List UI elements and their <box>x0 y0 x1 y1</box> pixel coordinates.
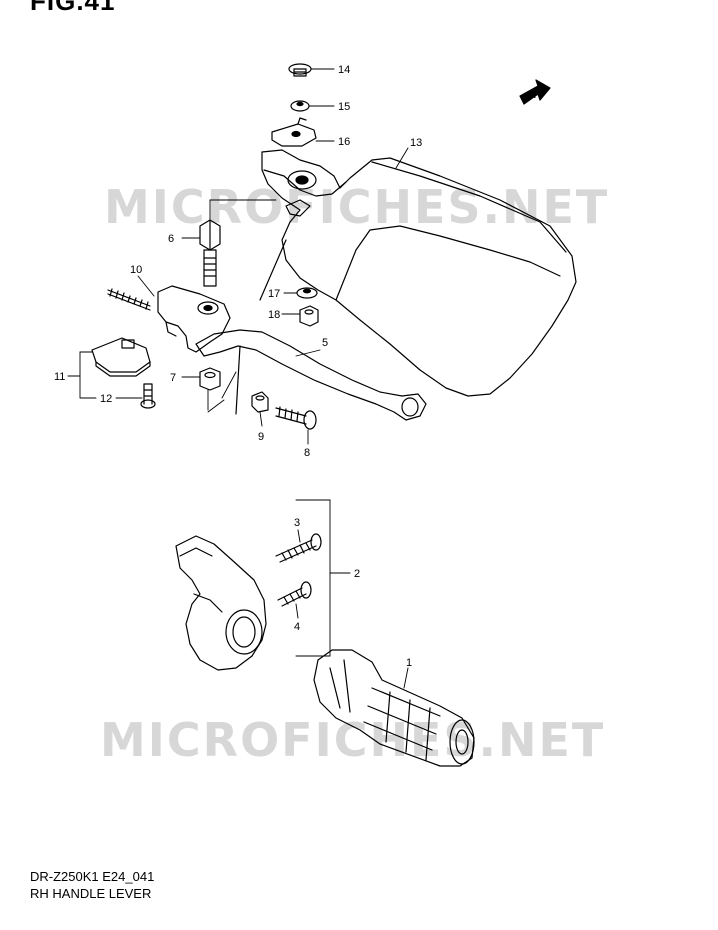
part-10-adjuster-screw <box>107 288 151 311</box>
part-13-hand-guard <box>259 149 577 397</box>
part-7-nut <box>199 367 221 391</box>
callout-14: 14 <box>338 64 350 76</box>
callout-17: 17 <box>268 288 280 300</box>
part-3-screw <box>275 533 322 563</box>
lever-holder <box>157 285 231 353</box>
callout-10: 10 <box>130 264 142 276</box>
part-18-nut <box>299 305 319 327</box>
callout-8: 8 <box>304 447 310 459</box>
callout-5: 5 <box>322 337 328 349</box>
callout-4: 4 <box>294 621 300 633</box>
part-16-bracket <box>271 117 317 147</box>
part-6-stud-bolt <box>199 219 221 287</box>
part-2-throttle-case <box>175 535 267 671</box>
callout-2: 2 <box>354 568 360 580</box>
watermark-top: MICROFICHES.NET <box>104 180 610 234</box>
part-5-lever <box>195 329 427 421</box>
figure-title: FIG.41 <box>30 0 116 16</box>
model-code: DR-Z250K1 E24_041 <box>30 869 155 884</box>
callout-1: 1 <box>406 657 412 669</box>
fwd-label: FWD <box>522 83 550 105</box>
callout-6: 6 <box>168 233 174 245</box>
callout-18: 18 <box>268 309 280 321</box>
callout-11: 11 <box>54 371 65 383</box>
part-15-washer <box>290 100 310 112</box>
callout-7: 7 <box>170 372 176 384</box>
watermark-bottom: MICROFICHES.NET <box>100 713 606 767</box>
part-14-screw <box>288 63 312 77</box>
part-12-screw <box>140 383 156 409</box>
callout-15: 15 <box>338 101 350 113</box>
leader-lines <box>67 68 409 689</box>
callout-12: 12 <box>100 393 112 405</box>
part-4-screw <box>277 581 312 607</box>
part-17-washer <box>296 287 318 299</box>
part-11-switch <box>91 337 151 377</box>
fwd-arrow-icon <box>519 79 551 105</box>
callout-13: 13 <box>410 137 422 149</box>
part-9-collar <box>251 391 269 413</box>
callout-9: 9 <box>258 431 264 443</box>
diagram-name: RH HANDLE LEVER <box>30 886 152 901</box>
callout-3: 3 <box>294 517 300 529</box>
part-8-pivot-bolt <box>275 406 317 430</box>
callout-16: 16 <box>338 136 350 148</box>
part-1-throttle-grip <box>313 649 475 767</box>
